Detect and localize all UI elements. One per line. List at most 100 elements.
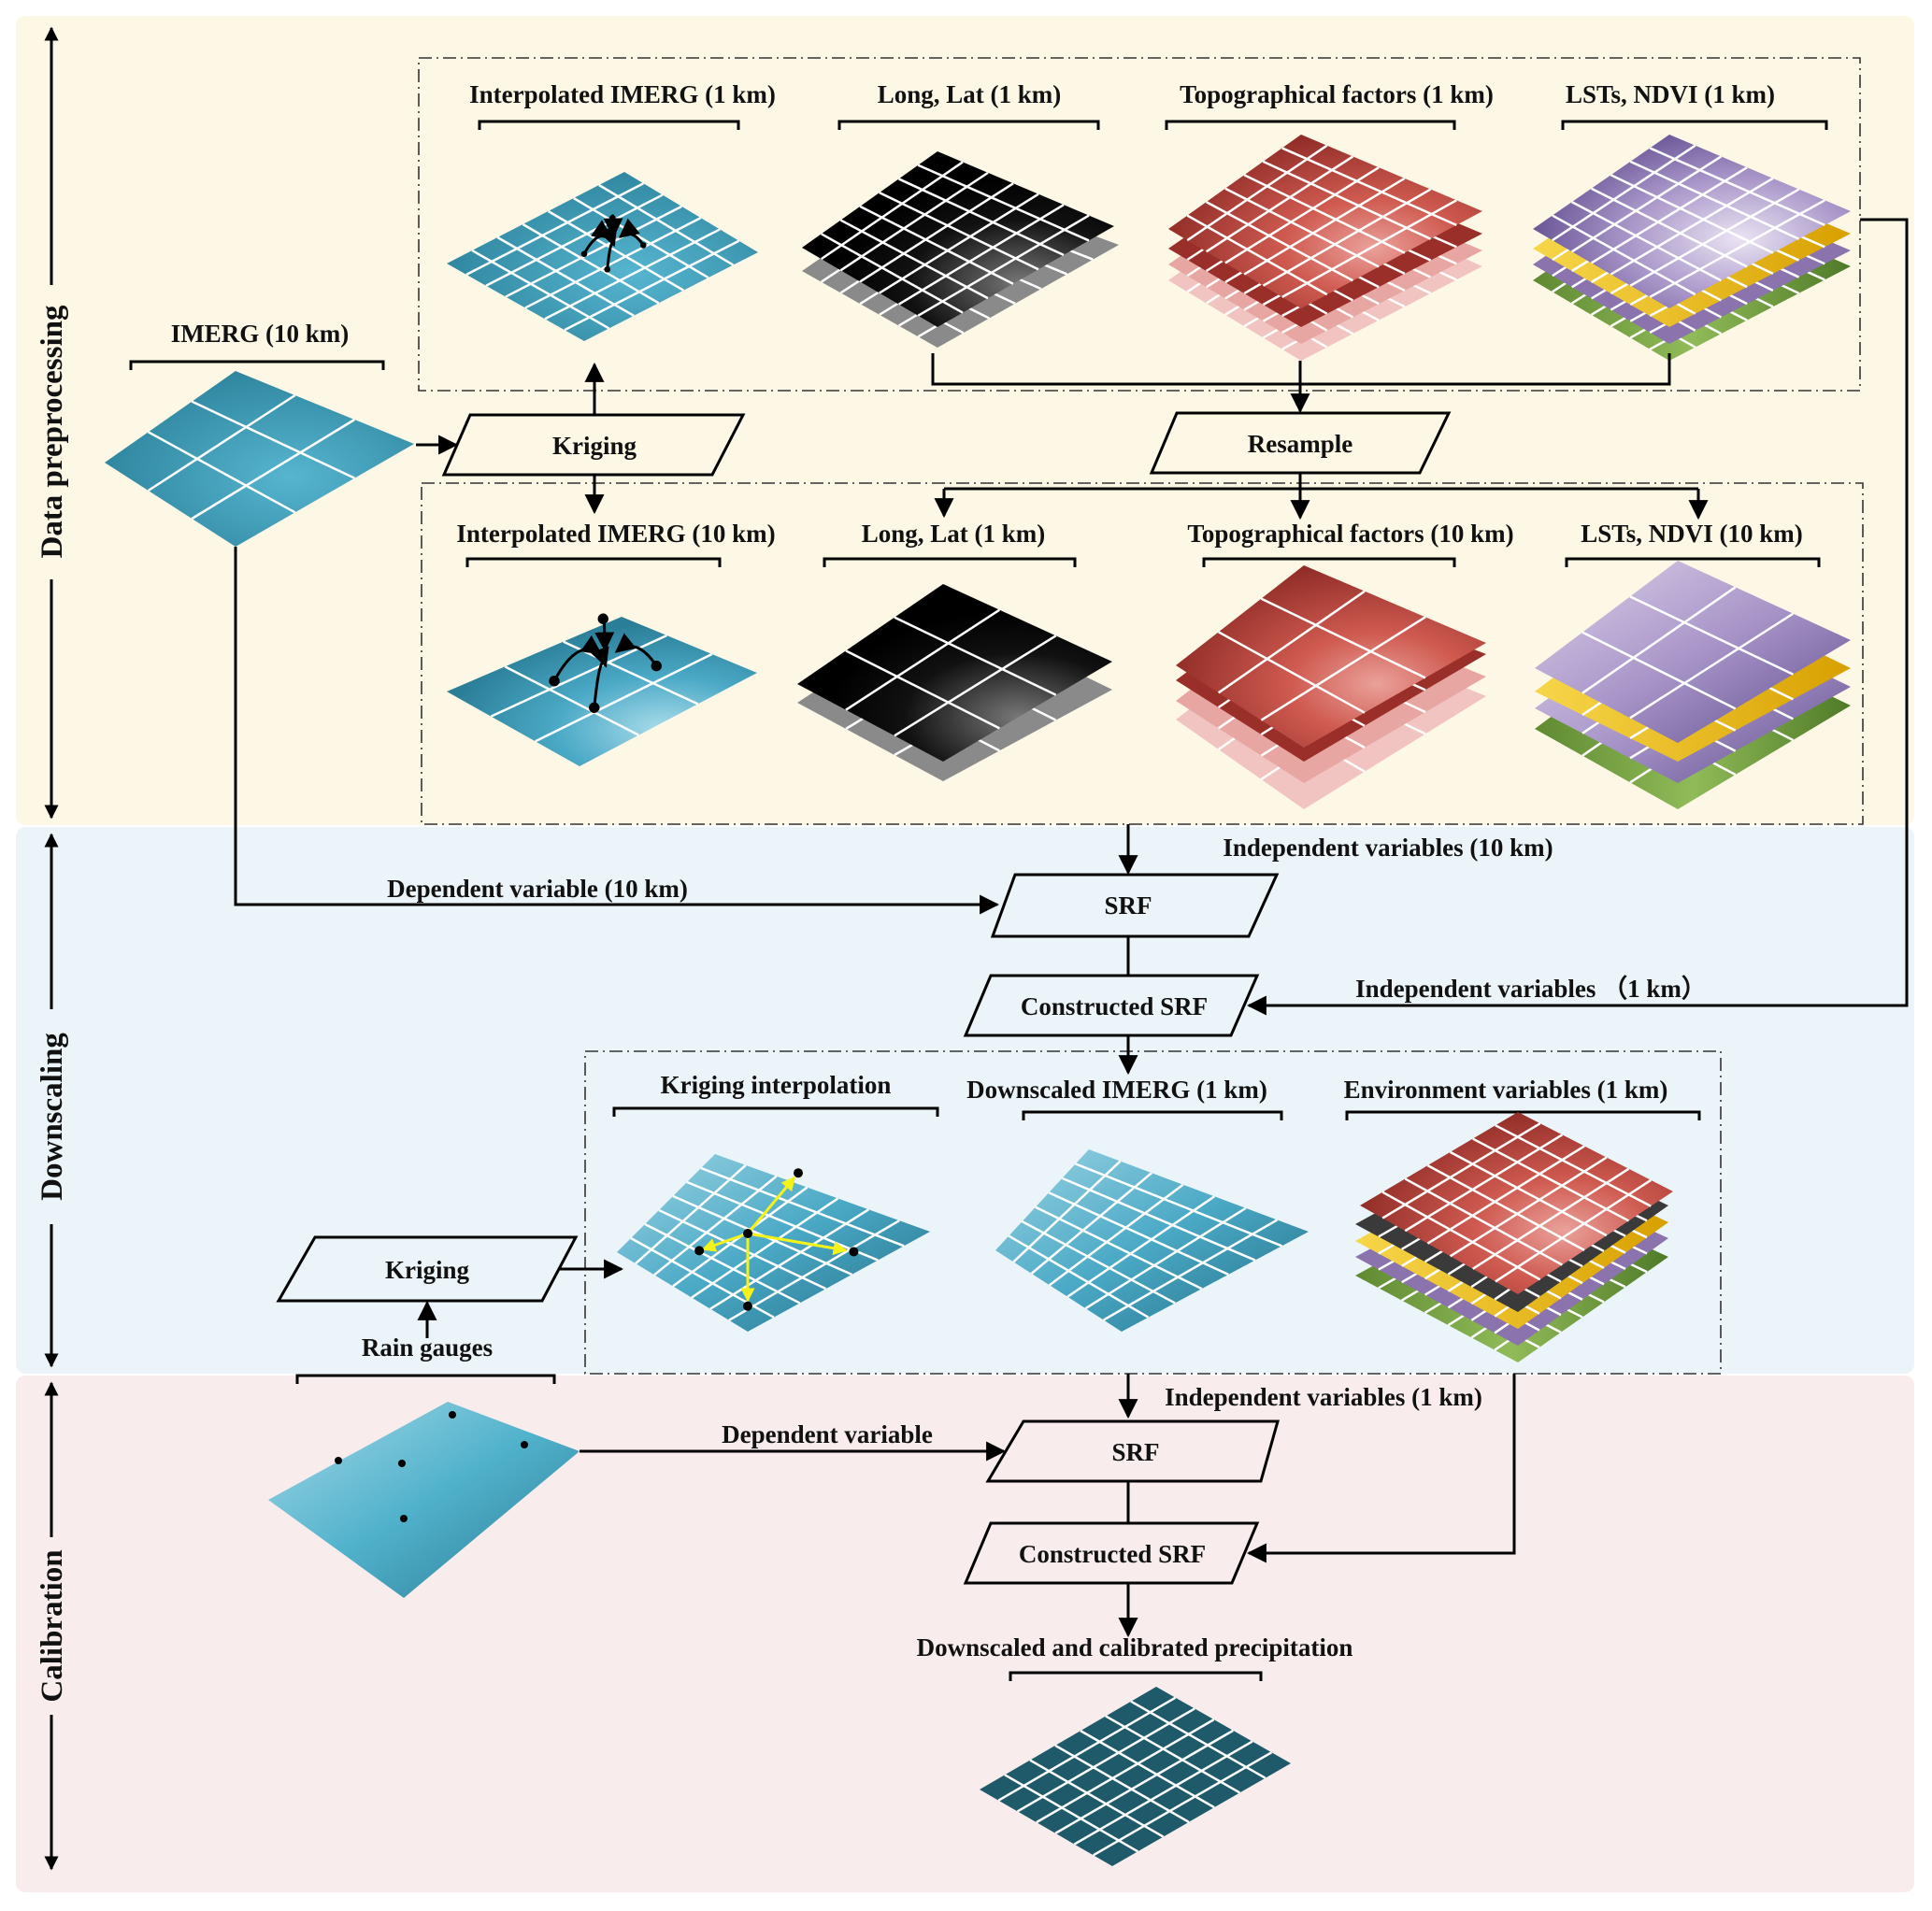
independent-variables-1km-cal-label: Independent variables (1 km) bbox=[1165, 1383, 1482, 1411]
connectors bbox=[234, 218, 1909, 1638]
kriging-process-preprocessing[interactable]: Kriging bbox=[441, 413, 746, 477]
kriging-process-downscaling[interactable]: Kriging bbox=[276, 1235, 579, 1303]
downscaled-output-0-label-text: Kriging interpolation bbox=[661, 1071, 892, 1099]
row-10km-item-0-label-text: Interpolated IMERG (10 km) bbox=[456, 520, 775, 548]
downscaled-output-2-label-bracket bbox=[1345, 1110, 1701, 1120]
srf-process-downscaling[interactable]: SRF bbox=[990, 873, 1280, 938]
stage-arrow-calibration: Calibration bbox=[36, 1381, 69, 1871]
interpolated-imerg-1km-grid bbox=[447, 172, 758, 341]
target-point bbox=[743, 1229, 752, 1238]
longlat-1km-top-layer bbox=[802, 151, 1114, 327]
row-1km-item-1-label: Long, Lat (1 km) bbox=[837, 80, 1100, 130]
stage-label-preprocessing: Data preprocessing bbox=[36, 305, 69, 559]
arrow-independent-1km-to-constructed bbox=[1246, 218, 1909, 1016]
row-10km-item-2-label: Topographical factors (10 km) bbox=[1187, 520, 1514, 567]
row-1km-item-0-label-text: Interpolated IMERG (1 km) bbox=[469, 80, 776, 108]
srf-process-calibration[interactable]: SRF bbox=[985, 1419, 1280, 1483]
kriging-label: Kriging bbox=[552, 432, 637, 460]
kriging-yellow-arrows bbox=[694, 1168, 859, 1311]
sample-point bbox=[549, 676, 560, 687]
gauge-point bbox=[694, 1246, 705, 1256]
sample-point bbox=[597, 613, 608, 624]
row-1km-item-2-label-text: Topographical factors (1 km) bbox=[1180, 80, 1494, 108]
stage-arrow-downscaling: Downscaling bbox=[36, 833, 69, 1368]
arrow-env-to-constructed-cal bbox=[1246, 1374, 1516, 1563]
row-10km-item-3-label-text: LSTs, NDVI (10 km) bbox=[1581, 520, 1803, 548]
longlat-10km-top-layer bbox=[797, 584, 1112, 762]
interpolation-arrows-10km bbox=[549, 613, 662, 713]
rain-gauge-point bbox=[521, 1441, 528, 1448]
row-1km-item-1-label-bracket bbox=[837, 120, 1100, 130]
row-10km-item-3-label: LSTs, NDVI (10 km) bbox=[1565, 520, 1821, 567]
imerg-10km-label: IMERG (10 km) bbox=[129, 320, 385, 370]
sample-point bbox=[580, 250, 588, 258]
row-10km-item-3-label-bracket bbox=[1565, 557, 1821, 567]
sample-point bbox=[651, 660, 662, 672]
downscaled-output-1-label-bracket bbox=[1022, 1110, 1283, 1120]
constructed-srf-label: Constructed SRF bbox=[1021, 992, 1208, 1020]
row-10km-item-1-label-text: Long, Lat (1 km) bbox=[862, 520, 1046, 548]
imerg-10km-label-text: IMERG (10 km) bbox=[171, 320, 350, 348]
downscaled-output-1-label-text: Downscaled IMERG (1 km) bbox=[966, 1076, 1267, 1104]
topo-10km-layer-1 bbox=[1176, 565, 1486, 748]
row-1km-item-3-label: LSTs, NDVI (1 km) bbox=[1561, 80, 1828, 130]
row-10km-item-2-label-bracket bbox=[1202, 557, 1456, 567]
rain-gauge-plane bbox=[268, 1402, 580, 1598]
independent-variables-1km-label: Independent variables （1 km） bbox=[1355, 975, 1707, 1003]
sample-point bbox=[604, 265, 611, 273]
interpolation-arrows-1km bbox=[580, 214, 647, 273]
srf-label: SRF bbox=[1104, 891, 1152, 920]
dependent-variable-label: Dependent variable bbox=[722, 1420, 933, 1448]
result-label: Downscaled and calibrated precipitation bbox=[917, 1633, 1353, 1681]
dependent-variable-10km-label: Dependent variable (10 km) bbox=[387, 875, 688, 903]
arrow-dependent-10km-to-srf bbox=[234, 547, 1000, 915]
rain-gauge-point bbox=[335, 1457, 342, 1464]
result-label-text: Downscaled and calibrated precipitation bbox=[917, 1633, 1353, 1661]
downscaled-output-1-label: Downscaled IMERG (1 km) bbox=[966, 1076, 1283, 1120]
constructed-srf-process-calibration[interactable]: Constructed SRF bbox=[963, 1521, 1260, 1585]
rain-gauge-point bbox=[449, 1411, 456, 1419]
row-1km-item-2-label: Topographical factors (1 km) bbox=[1165, 80, 1494, 130]
kriging-label: Kriging bbox=[385, 1256, 470, 1284]
sample-point bbox=[639, 242, 647, 249]
stage-label-calibration: Calibration bbox=[36, 1549, 69, 1702]
sample-point bbox=[608, 214, 616, 221]
downscaled-output-0-label-bracket bbox=[612, 1106, 939, 1117]
lst-10km-layer-1 bbox=[1535, 561, 1851, 743]
imerg-10km-grid bbox=[105, 371, 414, 547]
result-label-bracket bbox=[1009, 1671, 1263, 1681]
row-1km-item-1-label-text: Long, Lat (1 km) bbox=[878, 80, 1062, 108]
downscaled-output-2-label-text: Environment variables (1 km) bbox=[1344, 1076, 1668, 1104]
stage-arrow-preprocessing: Data preprocessing bbox=[36, 26, 69, 820]
row-10km-item-0-label: Interpolated IMERG (10 km) bbox=[456, 520, 776, 567]
rain-gauge-point bbox=[400, 1515, 408, 1522]
row-1km-item-2-label-bracket bbox=[1165, 120, 1456, 130]
row-10km-item-0-label-bracket bbox=[465, 557, 722, 567]
downscaled-calibrated-grid bbox=[980, 1687, 1291, 1866]
row-10km-item-1-label-bracket bbox=[823, 557, 1077, 567]
rain-gauge-point bbox=[398, 1460, 406, 1467]
stage-label-downscaling: Downscaling bbox=[36, 1033, 69, 1201]
row-1km-item-3-label-text: LSTs, NDVI (1 km) bbox=[1566, 80, 1775, 108]
constructed-srf-process-downscaling[interactable]: Constructed SRF bbox=[963, 974, 1260, 1037]
row-1km-item-0-label: Interpolated IMERG (1 km) bbox=[469, 80, 776, 130]
imerg-10km-label-bracket bbox=[129, 360, 385, 370]
resample-label: Resample bbox=[1248, 430, 1352, 458]
downscaled-output-2-label: Environment variables (1 km) bbox=[1344, 1076, 1701, 1120]
group-box-10km bbox=[421, 482, 1864, 825]
env-topo-layer bbox=[1360, 1112, 1673, 1294]
resample-process[interactable]: Resample bbox=[1149, 411, 1452, 475]
constructed-srf-label: Constructed SRF bbox=[1019, 1540, 1206, 1568]
row-1km-item-3-label-bracket bbox=[1561, 120, 1828, 130]
group-box-downscaled bbox=[584, 1050, 1722, 1375]
topo-1km-layer-1 bbox=[1168, 135, 1482, 308]
row-10km-item-2-label-text: Topographical factors (10 km) bbox=[1187, 520, 1513, 548]
row-10km-item-1-label: Long, Lat (1 km) bbox=[823, 520, 1077, 567]
group-box-1km bbox=[418, 57, 1861, 392]
independent-variables-10km-label: Independent variables (10 km) bbox=[1223, 834, 1553, 862]
rain-gauges-label-bracket bbox=[295, 1374, 556, 1384]
downscaled-output-0-label: Kriging interpolation bbox=[612, 1071, 939, 1117]
row-1km-item-0-label-bracket bbox=[478, 120, 740, 130]
lst-1km-layer-1 bbox=[1533, 135, 1851, 308]
